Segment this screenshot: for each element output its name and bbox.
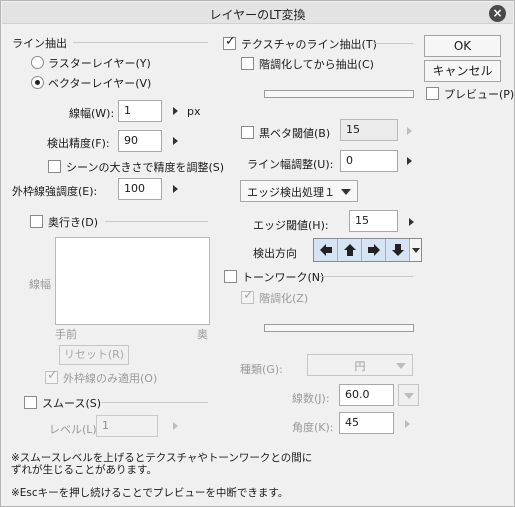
ok-button[interactable]: OK xyxy=(424,35,501,57)
outline-only-label: 外枠線のみ適用(O) xyxy=(63,372,158,385)
outline-emphasis-label: 外枠線強調度(E): xyxy=(12,185,98,198)
lines-dropdown[interactable] xyxy=(398,384,419,406)
graph-y-label: 線幅 xyxy=(29,278,51,291)
smooth-label: スムース(S) xyxy=(42,397,102,410)
edge-threshold-input[interactable]: 15 xyxy=(349,210,398,232)
arrow-down-icon[interactable] xyxy=(386,239,410,261)
chevron-down-icon xyxy=(396,363,406,369)
line-width-input[interactable]: 1 xyxy=(118,100,162,122)
extract-after-posterize-label: 階調化してから抽出(C) xyxy=(259,58,374,71)
angle-label: 角度(K): xyxy=(292,421,334,434)
title-bar: レイヤーのLT変換 × xyxy=(2,2,513,24)
outline-only-checkbox[interactable]: ✓ xyxy=(45,368,58,384)
detect-direction-buttons xyxy=(313,238,422,262)
black-threshold-input[interactable]: 15 xyxy=(340,119,398,141)
detect-direction-label: 検出方向 xyxy=(253,247,297,260)
arrow-right-icon[interactable] xyxy=(362,239,386,261)
outline-emphasis-input[interactable]: 100 xyxy=(118,178,162,200)
texture-line-checkbox[interactable]: ✓ xyxy=(223,34,236,50)
angle-input[interactable]: 45 xyxy=(339,412,394,434)
outline-slider-arrow-icon[interactable] xyxy=(173,185,178,193)
reset-button[interactable]: リセット(R) xyxy=(59,345,129,365)
line-width-label: 線幅(W): xyxy=(69,107,115,120)
type-label: 種類(G): xyxy=(240,363,283,376)
tone-work-label: トーンワーク(N) xyxy=(242,271,325,284)
precision-slider-arrow-icon[interactable] xyxy=(173,137,178,145)
depth-checkbox[interactable] xyxy=(30,215,43,228)
raster-layer-label: ラスターレイヤー(Y) xyxy=(48,57,151,70)
level-input[interactable]: 1 xyxy=(96,415,158,437)
texture-line-label: テクスチャのライン抽出(T) xyxy=(241,38,377,51)
preview-checkbox[interactable] xyxy=(426,87,439,100)
tone-bar xyxy=(264,324,414,332)
lines-input[interactable]: 60.0 xyxy=(339,384,394,406)
precision-input[interactable]: 90 xyxy=(118,130,162,152)
direction-dropdown-chevron-icon[interactable] xyxy=(410,239,421,261)
line-width-unit: px xyxy=(187,105,201,118)
type-value: 円 xyxy=(354,360,366,373)
type-select[interactable]: 円 xyxy=(307,354,413,376)
line-width-adjust-input[interactable]: 0 xyxy=(340,150,398,172)
arrow-left-icon[interactable] xyxy=(314,239,338,261)
close-icon[interactable]: × xyxy=(489,5,506,22)
depth-graph xyxy=(55,237,210,325)
black-threshold-checkbox[interactable] xyxy=(241,126,254,139)
line-width-adjust-label: ライン幅調整(U): xyxy=(247,158,334,171)
cancel-button[interactable]: キャンセル xyxy=(424,60,501,82)
depth-label: 奥行き(D) xyxy=(48,216,99,229)
graph-near-label: 手前 xyxy=(55,328,77,341)
extract-after-posterize-checkbox[interactable] xyxy=(241,57,254,70)
divider xyxy=(105,221,208,222)
scene-adjust-label: シーンの大きさで精度を調整(S) xyxy=(66,161,225,174)
angle-arrow-icon[interactable] xyxy=(405,420,410,428)
scene-adjust-checkbox[interactable] xyxy=(48,160,61,173)
divider xyxy=(101,402,208,403)
black-threshold-label: 黒ベタ閾値(B) xyxy=(259,127,331,140)
graph-far-label: 奥 xyxy=(197,328,208,341)
line-width-adjust-arrow-icon[interactable] xyxy=(407,157,412,165)
posterize-bar xyxy=(264,90,414,98)
tone-work-checkbox[interactable] xyxy=(224,270,237,283)
vector-layer-radio[interactable] xyxy=(31,76,44,89)
level-slider-arrow-icon[interactable] xyxy=(173,422,178,430)
smooth-checkbox[interactable] xyxy=(24,396,37,409)
black-threshold-arrow-icon[interactable] xyxy=(407,127,412,135)
posterize-checkbox[interactable]: ✓ xyxy=(241,288,254,304)
divider xyxy=(319,276,413,277)
note-smooth-line2: ずれが生じることがあります。 xyxy=(11,464,157,476)
level-label: レベル(L): xyxy=(49,423,101,436)
raster-layer-radio[interactable] xyxy=(31,56,44,69)
edge-process-value: エッジ検出処理１ xyxy=(247,186,335,199)
dialog-title: レイヤーのLT変換 xyxy=(209,8,306,22)
preview-label: プレビュー(P) xyxy=(444,88,515,101)
lines-label: 線数(J): xyxy=(292,392,330,405)
line-extraction-heading: ライン抽出 xyxy=(12,37,67,50)
edge-threshold-arrow-icon[interactable] xyxy=(409,218,414,226)
line-width-slider-arrow-icon[interactable] xyxy=(173,107,178,115)
chevron-down-icon xyxy=(404,393,414,399)
chevron-down-icon xyxy=(341,189,351,195)
edge-threshold-label: エッジ閾値(H): xyxy=(253,219,329,232)
note-esc: ※Escキーを押し続けることでプレビューを中断できます。 xyxy=(11,487,289,499)
note-smooth-line1: ※スムースレベルを上げるとテクスチャやトーンワークとの間に xyxy=(11,452,313,464)
posterize-label: 階調化(Z) xyxy=(259,292,309,305)
edge-process-select[interactable]: エッジ検出処理１ xyxy=(240,180,358,202)
vector-layer-label: ベクターレイヤー(V) xyxy=(48,77,152,90)
arrow-up-icon[interactable] xyxy=(338,239,362,261)
precision-label: 検出精度(F): xyxy=(47,137,110,150)
divider xyxy=(373,43,413,44)
divider xyxy=(73,42,208,43)
